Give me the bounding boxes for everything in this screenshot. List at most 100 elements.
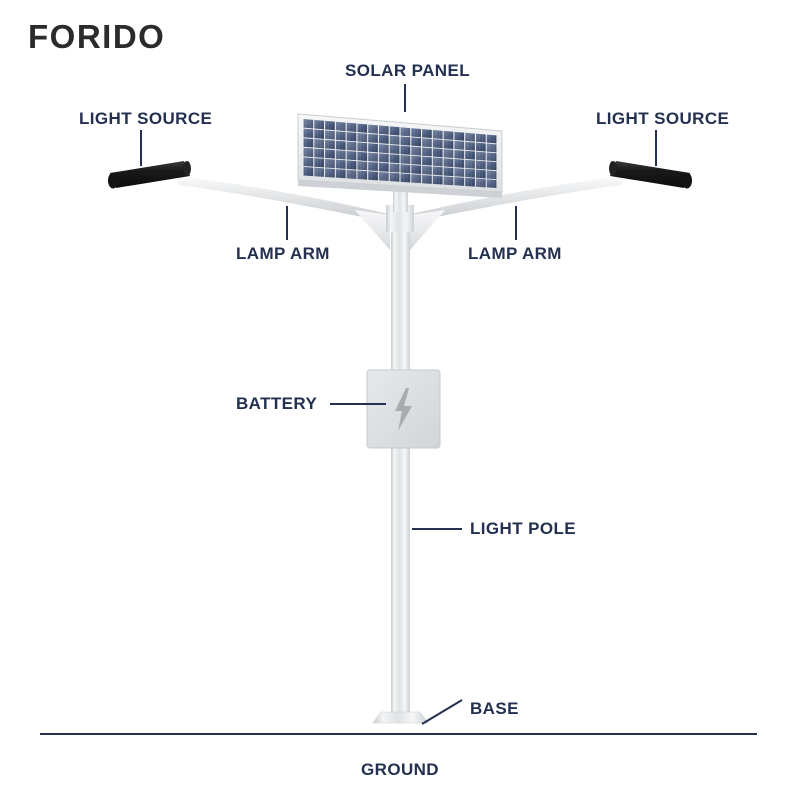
solar-cell [443,140,454,149]
label-light-pole: LIGHT POLE [470,519,576,538]
solar-cell [389,135,400,145]
solar-cell [368,143,378,153]
label-light-source-right: LIGHT SOURCE [596,109,730,128]
solar-cell [346,150,357,161]
solar-cell [411,165,422,174]
solar-cell [411,174,422,184]
solar-cell [325,139,335,150]
solar-cell [335,121,346,132]
label-lamp-arm-left: LAMP ARM [236,244,330,263]
label-ground: GROUND [361,760,439,779]
solar-cell [475,160,486,170]
solar-cell [443,158,454,168]
solar-cell [378,172,389,182]
solar-cell [422,165,432,175]
solar-cell [422,147,432,157]
solar-cell [368,124,378,134]
label-battery: BATTERY [236,394,318,413]
lamp-arm-right-shape [412,176,622,222]
lightning-bolt-icon [395,388,412,431]
solar-cell [422,156,432,166]
solar-cell [411,146,422,156]
solar-cell [411,155,422,165]
solar-cell [303,166,314,177]
solar-cell [432,157,443,167]
solar-cell [454,168,465,177]
solar-cell [389,163,400,173]
solar-cell [432,166,443,176]
label-base: BASE [470,699,519,718]
leader-battery [330,403,386,405]
solar-cell [411,137,422,147]
solar-cell [335,140,346,150]
solar-cell [378,144,389,154]
solar-cell [303,147,314,158]
solar-cell [335,150,346,160]
solar-cell [314,129,325,139]
light-source-left-head [108,161,191,189]
solar-cell [443,167,454,177]
ground-line [40,733,757,735]
leader-lamp-arm-left [286,206,288,240]
solar-cell [378,125,389,135]
light-pole-shaft [391,215,410,723]
solar-cell [378,134,389,144]
solar-cell [454,131,465,141]
solar-cell [422,129,432,139]
solar-cell [389,154,400,164]
solar-cell [443,176,454,186]
solar-cell [314,119,325,130]
solar-cell [422,138,432,148]
leader-light-source-left [140,130,142,166]
solar-cell [486,170,497,180]
solar-cell [346,160,357,170]
solar-cell [465,150,475,160]
solar-cell [475,133,486,143]
leader-lamp-arm-right [515,206,517,240]
solar-cell [389,126,400,136]
solar-cell [443,130,454,140]
solar-cell [325,149,335,159]
solar-cell [400,127,411,137]
solar-panel-underside [298,180,502,198]
solar-cell [335,131,346,141]
solar-cell [389,172,400,182]
solar-cell [422,174,432,184]
solar-cell [346,132,357,142]
solar-cell [400,173,411,183]
solar-cell [357,142,368,152]
leader-solar-panel [404,84,406,112]
solar-cell [475,178,486,188]
solar-cell [465,141,475,151]
label-lamp-arm-right: LAMP ARM [468,244,562,263]
solar-cell [411,128,422,138]
solar-cell [346,141,357,151]
solar-cell [368,133,378,144]
solar-cell [443,149,454,159]
solar-cell [303,138,314,148]
solar-cell [400,136,411,146]
leader-light-pole [412,528,462,530]
solar-cell [325,120,335,131]
solar-cell [314,148,325,158]
solar-cell [389,144,400,154]
solar-cell [357,151,368,161]
solar-cell [432,130,443,140]
solar-cell [335,159,346,169]
solar-cell [368,161,378,172]
solar-panel-cells [303,119,497,189]
solar-cell [400,155,411,165]
light-source-right-head [609,161,692,189]
solar-cell [454,149,465,159]
solar-cell [400,145,411,155]
solar-cell [486,161,497,171]
solar-cell [368,171,378,181]
solar-cell [432,175,443,185]
solar-cell [357,161,368,171]
leader-light-source-right [655,130,657,166]
solar-cell [346,122,357,132]
label-solar-panel: SOLAR PANEL [345,61,470,80]
solar-cell [325,158,335,169]
